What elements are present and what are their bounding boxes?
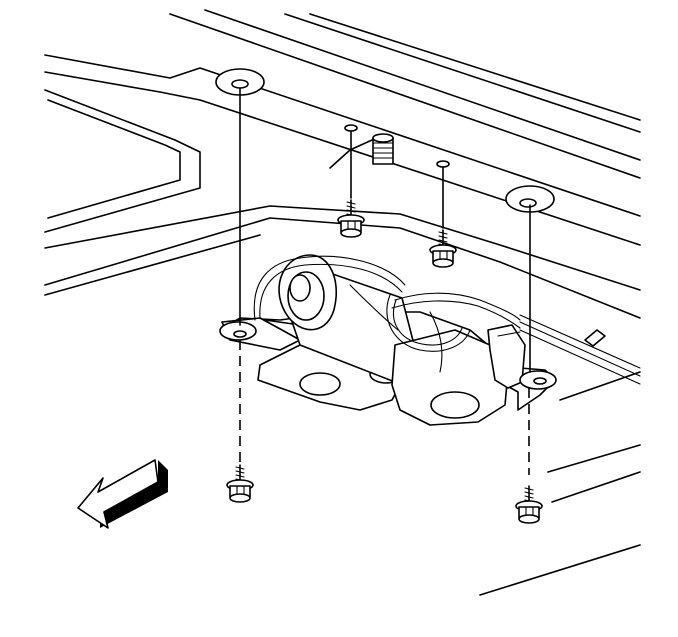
bolt-guide-lines (239, 87, 531, 475)
wiring-harness (519, 314, 641, 385)
upper-left-washer (215, 68, 265, 96)
motor-assembly-icon (219, 254, 557, 426)
bolt-icon (515, 485, 543, 524)
upper-right-washer (505, 185, 555, 213)
body-panel (44, 9, 641, 596)
threaded-stud-icon (372, 133, 394, 165)
small-hole-left (344, 124, 358, 132)
bolt-icon (226, 464, 254, 503)
bolt-icon (337, 199, 365, 238)
small-hole-right (436, 160, 450, 168)
bolt-icon (429, 229, 457, 268)
front-direction-arrow-icon (77, 459, 168, 529)
